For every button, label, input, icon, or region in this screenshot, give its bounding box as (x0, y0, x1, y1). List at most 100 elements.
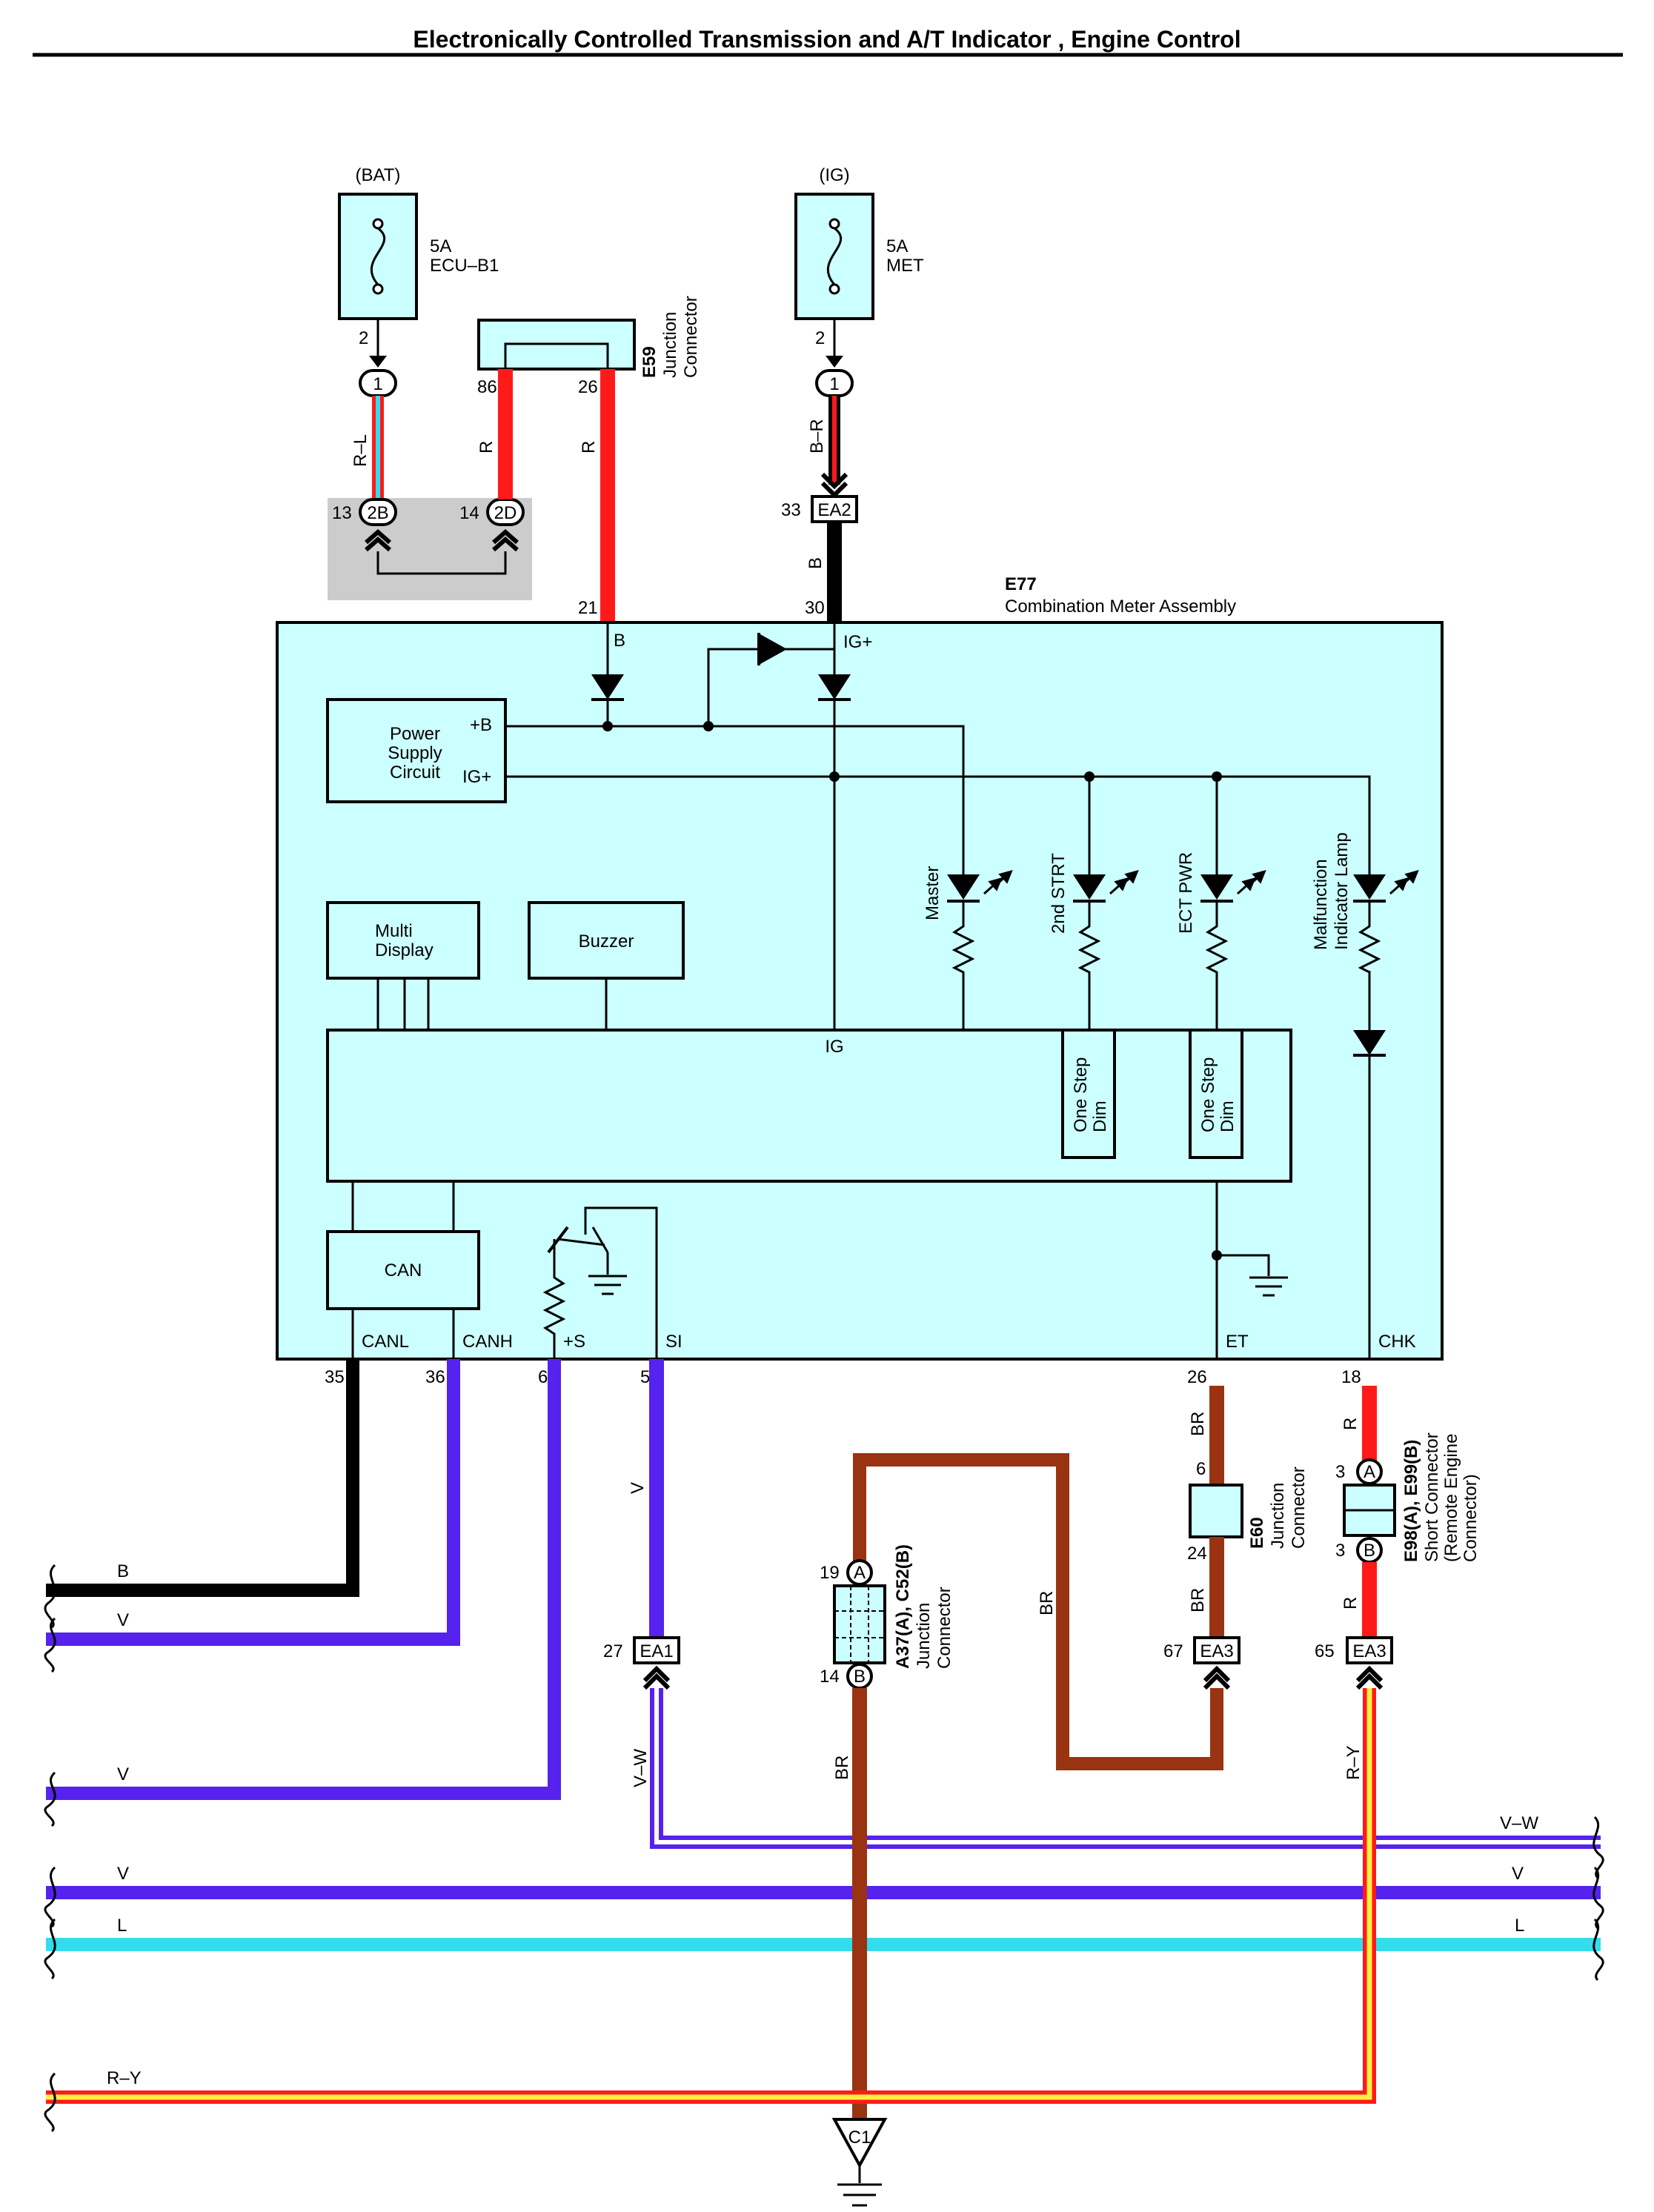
wire-v-s-label: V (117, 1764, 129, 1784)
term-s: +S (563, 1332, 585, 1352)
e98-pin-a: 3 (1335, 1462, 1345, 1482)
connector-1-ig: 1 (815, 369, 854, 397)
can-block (326, 1230, 480, 1310)
pin-canh: 36 (425, 1367, 445, 1387)
e98-a: A (1364, 1462, 1375, 1482)
wire-b-r-label: B–R (807, 419, 827, 454)
e59-id: E59 (640, 346, 660, 378)
fuse-met: (IG) 5A MET 2 (794, 165, 924, 368)
term-chk: CHK (1378, 1332, 1416, 1352)
a37-b: B (854, 1667, 866, 1687)
connector-ea3-67: EA3 67 (1163, 1636, 1240, 1690)
pin-chk: 18 (1341, 1367, 1361, 1387)
mil-label-1: Malfunction (1311, 859, 1331, 950)
connector-ea1: EA1 27 (603, 1636, 680, 1690)
fuse-bat-pin: 2 (359, 328, 368, 348)
e98-id: E98(A), E99(B) (1401, 1440, 1421, 1562)
a37-line2: Connector (934, 1587, 954, 1669)
wire-br-ground (852, 1688, 867, 2119)
fuse-ig-name: MET (886, 256, 924, 276)
e77-pin-ig: 30 (805, 598, 825, 618)
multi-display (326, 901, 480, 980)
connector-ea1-label: EA1 (640, 1641, 673, 1661)
psc-term-b: +B (470, 715, 492, 735)
wire-v-w-label-v: V–W (631, 1749, 651, 1787)
led-ect-pwr (1200, 870, 1266, 1030)
psc-line2: Supply (388, 743, 442, 763)
connector-ea3-65-label: EA3 (1352, 1641, 1386, 1661)
e77-combination-meter (276, 621, 1444, 1361)
connector-1-bat: 1 (359, 369, 397, 397)
multi-display-line1: Multi (375, 921, 413, 941)
wire-br-e60-label: BR (1188, 1588, 1208, 1612)
e59-pin-a: 86 (477, 377, 497, 397)
e60-id: E60 (1247, 1517, 1267, 1549)
connector-2b: 2B 13 (332, 498, 397, 552)
fuse-bat-rating: 5A (430, 236, 451, 256)
wire-br-et (1209, 1386, 1224, 1485)
a37-junction-connector: 19 A B 14 A37(A), C52(B) Junction Connec… (820, 1544, 954, 1690)
diode-ig (818, 674, 851, 700)
dim1-line1: One Step (1071, 1057, 1091, 1132)
connector-ea2-label: EA2 (817, 500, 851, 520)
connector-ea1-pin: 27 (603, 1641, 623, 1661)
wire-r-y-label-v: R–Y (1344, 1745, 1364, 1780)
e60-line1: Junction (1268, 1483, 1288, 1549)
e98-line1: Short Connector (1422, 1432, 1442, 1562)
connector-2d-pin: 14 (459, 503, 479, 523)
ground-c1: C1 (831, 2118, 888, 2207)
a37-pin-b: 14 (820, 1667, 840, 1687)
wire-r-l: R–L (351, 396, 384, 501)
connector-1-bat-label: 1 (373, 374, 382, 394)
fuse-ecu-b1: (BAT) 5A ECU–B1 2 (338, 165, 499, 368)
led-master (947, 870, 1013, 1030)
ground-symbol-et (1249, 1276, 1288, 1297)
wire-b-r: B–R (807, 396, 848, 499)
wire-v-s (46, 1359, 561, 1800)
wire-v-bus-label-l: V (117, 1864, 129, 1884)
e77-term-ig: IG+ (843, 632, 872, 652)
continuation-marks-right (1592, 1816, 1604, 1982)
wire-v-w-label-h: V–W (1500, 1813, 1538, 1833)
multi-display-line2: Display (375, 940, 434, 960)
ground-c1-label: C1 (848, 2128, 871, 2148)
fuse-ig-source: (IG) (819, 165, 849, 185)
connector-ea3-67-label: EA3 (1200, 1641, 1233, 1661)
e77-id: E77 (1005, 574, 1037, 594)
power-supply-circuit (326, 698, 507, 803)
pin-si: 5 (640, 1367, 650, 1387)
wire-br-ground-label: BR (832, 1756, 852, 1780)
psc-line3: Circuit (390, 763, 440, 783)
wire-r-e59-26 (600, 369, 615, 622)
dim2-line1: One Step (1198, 1057, 1218, 1132)
wire-br-loop-label: BR (1037, 1591, 1057, 1615)
connector-1-ig-label: 1 (829, 374, 839, 394)
wire-b-canl-label: B (117, 1561, 129, 1581)
buzzer-label: Buzzer (579, 931, 634, 951)
e59-pin-b: 26 (578, 377, 598, 397)
wire-v-si-label: V (628, 1482, 648, 1494)
wire-b-ea2-label: B (806, 557, 826, 569)
pin-s: 6 (538, 1367, 548, 1387)
term-et: ET (1226, 1332, 1249, 1352)
pin-canl: 35 (325, 1367, 345, 1387)
connector-2b-pin: 13 (332, 503, 352, 523)
psc-line1: Power (390, 724, 440, 744)
wire-r-label-a: R (476, 441, 496, 454)
wire-l-bus-label-l: L (117, 1916, 127, 1936)
connector-ea3-65-pin: 65 (1315, 1641, 1335, 1661)
wire-r-l-label: R–L (351, 434, 371, 467)
wire-br-loop (853, 1453, 1223, 1770)
one-step-dim-1 (1061, 1029, 1116, 1159)
ground-symbol-transistor (588, 1275, 627, 1295)
wire-v-si (649, 1359, 664, 1642)
mil-label-2: Indicator Lamp (1332, 832, 1352, 950)
wire-v-bus-label-r: V (1512, 1864, 1524, 1884)
dim1-line2: Dim (1090, 1100, 1110, 1132)
a37-pin-a: 19 (820, 1563, 840, 1583)
wire-br-e60 (1209, 1537, 1224, 1642)
lamp-master-label: Master (923, 866, 943, 920)
connector-ea3-67-pin: 67 (1163, 1641, 1183, 1661)
term-canl: CANL (362, 1332, 409, 1352)
